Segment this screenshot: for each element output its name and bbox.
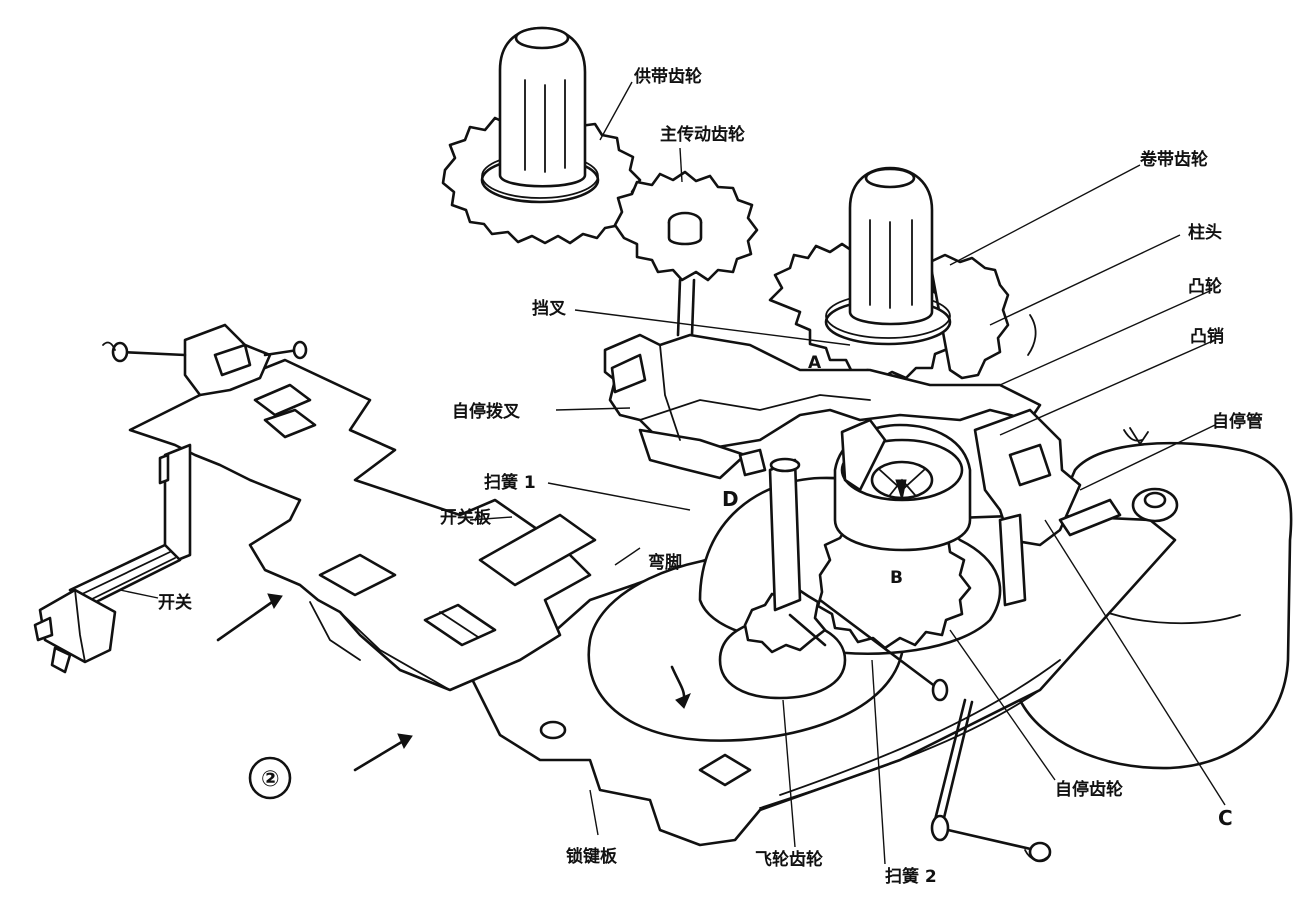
label-letter-b: B [890, 568, 903, 588]
switch-body [33, 443, 192, 674]
main-drive-gear-shape [613, 170, 759, 337]
label-column-head: 柱头 [1188, 222, 1222, 243]
label-switch: 开关 [158, 592, 192, 613]
label-figure-number: ② [261, 767, 280, 792]
flywheel-gear-shape [718, 448, 847, 700]
figure-number-circle [248, 756, 292, 800]
direction-arrows [216, 427, 1149, 772]
label-stop-fork: 挡叉 [532, 298, 567, 319]
label-switch-plate: 开关板 [440, 507, 492, 528]
label-lock-plate: 锁键板 [566, 846, 618, 867]
label-sweep-spring-2: 扫簧 2 [885, 866, 937, 887]
label-cam: 凸轮 [1188, 276, 1222, 297]
label-sweep-spring-1: 扫簧 1 [484, 472, 536, 493]
label-bent-foot: 弯脚 [648, 552, 682, 573]
supply-gear-shape [441, 26, 642, 245]
label-auto-stop-gear: 自停齿轮 [1055, 779, 1123, 800]
label-letter-c: C [1218, 806, 1233, 830]
label-supply-gear: 供带齿轮 [633, 66, 702, 87]
label-letter-d: D [722, 487, 739, 511]
switch-plate-shape [128, 358, 597, 692]
label-letter-a: A [808, 353, 822, 373]
auto-stop-fork-shape [603, 333, 1042, 480]
leader-lines [119, 81, 1226, 865]
label-main-drive-gear: 主传动齿轮 [660, 124, 745, 145]
label-auto-stop-lever: 自停管 [1212, 411, 1263, 432]
label-cam-pin: 凸销 [1190, 326, 1224, 347]
switch-bracket [102, 323, 308, 397]
label-auto-stop-dial-fork: 自停拨叉 [452, 401, 521, 422]
label-flywheel-gear: 飞轮齿轮 [755, 849, 823, 870]
takeup-gear-shape [768, 166, 1037, 382]
auto-stop-lever-shape [973, 408, 1179, 607]
springs-and-belt [788, 598, 1052, 863]
label-takeup-gear: 卷带齿轮 [1139, 149, 1208, 170]
